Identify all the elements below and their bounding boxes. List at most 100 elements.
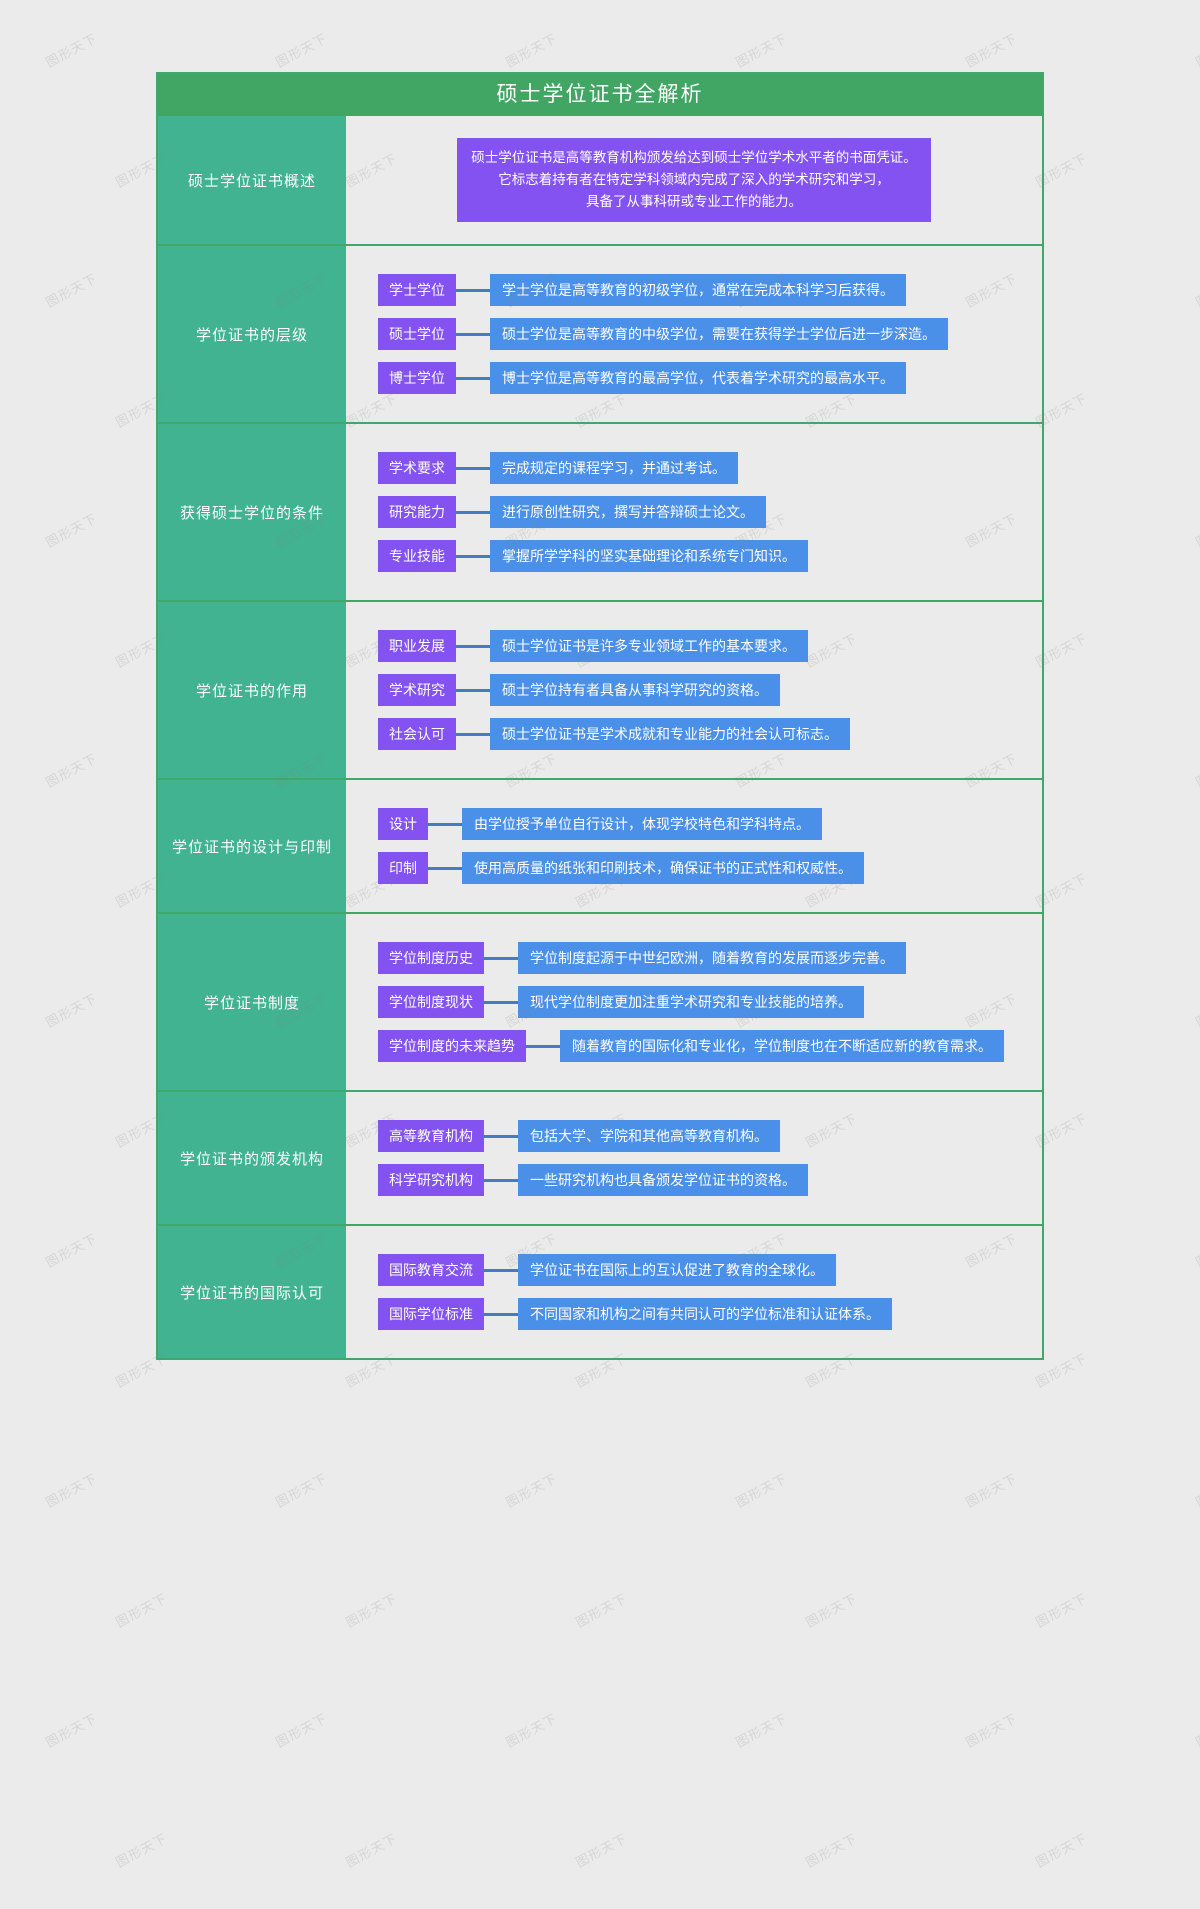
connector-line-icon [484,1000,518,1004]
branch-description-box[interactable]: 随着教育的国际化和专业化，学位制度也在不断适应新的教育需求。 [560,1030,1004,1062]
watermark-text: 图形天下 [733,30,791,71]
section-category-label[interactable]: 硕士学位证书概述 [158,116,346,244]
watermark-text: 图形天下 [963,1710,1021,1751]
watermark-text: 图形天下 [803,1830,861,1871]
connector-line-icon [428,822,462,826]
watermark-text: 图形天下 [43,750,101,791]
section-row: 学位证书的国际认可国际教育交流 学位证书在国际上的互认促进了教育的全球化。国际学位… [158,1224,1042,1358]
watermark-text: 图形天下 [1193,30,1200,71]
watermark-text: 图形天下 [1193,1230,1200,1271]
section-row: 学位证书的设计与印制设计 由学位授予单位自行设计，体现学校特色和学科特点。印制 使用… [158,778,1042,912]
watermark-text: 图形天下 [573,1590,631,1631]
section-row: 获得硕士学位的条件学术要求 完成规定的课程学习，并通过考试。研究能力 进行原创性研究… [158,422,1042,600]
branch-tag-label[interactable]: 科学研究机构 [378,1164,484,1196]
section-content: 设计 由学位授予单位自行设计，体现学校特色和学科特点。印制 使用高质量的纸张和印刷技… [346,780,1042,912]
connector-line-icon [456,732,490,736]
watermark-text: 图形天下 [273,1470,331,1511]
branch-item: 职业发展 硕士学位证书是许多专业领域工作的基本要求。 [378,630,1042,662]
branch-description-box[interactable]: 硕士学位是高等教育的中级学位，需要在获得学士学位后进一步深造。 [490,318,948,350]
watermark-text: 图形天下 [733,1710,791,1751]
watermark-text: 图形天下 [113,1590,171,1631]
branch-description-box[interactable]: 现代学位制度更加注重学术研究和专业技能的培养。 [518,986,864,1018]
branch-description-box[interactable]: 硕士学位证书是学术成就和专业能力的社会认可标志。 [490,718,850,750]
branch-tag-label[interactable]: 学术要求 [378,452,456,484]
branch-tag-label[interactable]: 学位制度历史 [378,942,484,974]
branch-tag-label[interactable]: 学士学位 [378,274,456,306]
branch-description-box[interactable]: 学位证书在国际上的互认促进了教育的全球化。 [518,1254,836,1286]
branch-description-box[interactable]: 学位制度起源于中世纪欧洲，随着教育的发展而逐步完善。 [518,942,906,974]
branch-description-box[interactable]: 博士学位是高等教育的最高学位，代表着学术研究的最高水平。 [490,362,906,394]
branch-tag-label[interactable]: 国际教育交流 [378,1254,484,1286]
connector-line-icon [456,288,490,292]
section-list: 硕士学位证书概述 硕士学位证书是高等教育机构颁发给达到硕士学位学术水平者的书面凭证… [158,116,1042,1358]
branch-tag-label[interactable]: 专业技能 [378,540,456,572]
watermark-text: 图形天下 [343,1590,401,1631]
branch-item: 学士学位 学士学位是高等教育的初级学位，通常在完成本科学习后获得。 [378,274,1042,306]
branch-tag-label[interactable]: 高等教育机构 [378,1120,484,1152]
branch-item: 学术要求 完成规定的课程学习，并通过考试。 [378,452,1042,484]
watermark-text: 图形天下 [43,990,101,1031]
watermark-text: 图形天下 [43,270,101,311]
branch-description-box[interactable]: 完成规定的课程学习，并通过考试。 [490,452,738,484]
watermark-text: 图形天下 [503,1470,561,1511]
connector-line-icon [456,554,490,558]
watermark-text: 图形天下 [43,1710,101,1751]
section-content: 学术要求 完成规定的课程学习，并通过考试。研究能力 进行原创性研究，撰写并答辩硕士论… [346,424,1042,600]
connector-line-icon [526,1044,560,1048]
branch-tag-label[interactable]: 设计 [378,808,428,840]
branch-item: 社会认可 硕士学位证书是学术成就和专业能力的社会认可标志。 [378,718,1042,750]
branch-description-box[interactable]: 一些研究机构也具备颁发学位证书的资格。 [518,1164,808,1196]
connector-line-icon [456,688,490,692]
section-category-label[interactable]: 学位证书的国际认可 [158,1226,346,1358]
branch-item: 科学研究机构 一些研究机构也具备颁发学位证书的资格。 [378,1164,1042,1196]
section-category-label[interactable]: 学位证书的颁发机构 [158,1092,346,1224]
branch-tag-label[interactable]: 国际学位标准 [378,1298,484,1330]
section-category-label[interactable]: 学位证书的层级 [158,246,346,422]
branch-description-box[interactable]: 包括大学、学院和其他高等教育机构。 [518,1120,780,1152]
branch-item: 设计 由学位授予单位自行设计，体现学校特色和学科特点。 [378,808,1042,840]
branch-description-box[interactable]: 进行原创性研究，撰写并答辩硕士论文。 [490,496,766,528]
section-category-label[interactable]: 学位证书的设计与印制 [158,780,346,912]
watermark-text: 图形天下 [1193,270,1200,311]
branch-description-box[interactable]: 不同国家和机构之间有共同认可的学位标准和认证体系。 [518,1298,892,1330]
branch-tag-label[interactable]: 职业发展 [378,630,456,662]
section-category-label[interactable]: 学位证书的作用 [158,602,346,778]
branch-tag-label[interactable]: 学位制度现状 [378,986,484,1018]
section-row: 学位证书制度学位制度历史 学位制度起源于中世纪欧洲，随着教育的发展而逐步完善。学位… [158,912,1042,1090]
branch-description-box[interactable]: 掌握所学学科的坚实基础理论和系统专门知识。 [490,540,808,572]
overview-line: 它标志着持有者在特定学科领域内完成了深入的学术研究和学习， [498,172,890,187]
connector-line-icon [428,866,462,870]
branch-description-box[interactable]: 使用高质量的纸张和印刷技术，确保证书的正式性和权威性。 [462,852,864,884]
branch-tag-label[interactable]: 印制 [378,852,428,884]
branch-description-box[interactable]: 学士学位是高等教育的初级学位，通常在完成本科学习后获得。 [490,274,906,306]
branch-tag-label[interactable]: 学位制度的未来趋势 [378,1030,526,1062]
section-category-label[interactable]: 获得硕士学位的条件 [158,424,346,600]
connector-line-icon [456,510,490,514]
branch-description-box[interactable]: 硕士学位持有者具备从事科学研究的资格。 [490,674,780,706]
section-category-label[interactable]: 学位证书制度 [158,914,346,1090]
branch-tag-label[interactable]: 研究能力 [378,496,456,528]
watermark-text: 图形天下 [113,1830,171,1871]
watermark-text: 图形天下 [573,1830,631,1871]
watermark-text: 图形天下 [1193,750,1200,791]
watermark-text: 图形天下 [1033,1590,1091,1631]
section-row: 学位证书的颁发机构高等教育机构 包括大学、学院和其他高等教育机构。科学研究机构 一些… [158,1090,1042,1224]
watermark-text: 图形天下 [803,1590,861,1631]
watermark-text: 图形天下 [1033,1830,1091,1871]
overview-text-box[interactable]: 硕士学位证书是高等教育机构颁发给达到硕士学位学术水平者的书面凭证。它标志着持有者… [457,138,931,222]
watermark-text: 图形天下 [43,30,101,71]
watermark-text: 图形天下 [43,1470,101,1511]
branch-tag-label[interactable]: 社会认可 [378,718,456,750]
branch-item: 学位制度的未来趋势 随着教育的国际化和专业化，学位制度也在不断适应新的教育需求。 [378,1030,1042,1062]
watermark-text: 图形天下 [503,30,561,71]
watermark-text: 图形天下 [273,1710,331,1751]
watermark-text: 图形天下 [1193,1470,1200,1511]
branch-description-box[interactable]: 硕士学位证书是许多专业领域工作的基本要求。 [490,630,808,662]
branch-tag-label[interactable]: 硕士学位 [378,318,456,350]
branch-tag-label[interactable]: 学术研究 [378,674,456,706]
branch-item: 专业技能 掌握所学学科的坚实基础理论和系统专门知识。 [378,540,1042,572]
branch-description-box[interactable]: 由学位授予单位自行设计，体现学校特色和学科特点。 [462,808,822,840]
branch-tag-label[interactable]: 博士学位 [378,362,456,394]
connector-line-icon [484,1178,518,1182]
watermark-text: 图形天下 [1193,510,1200,551]
